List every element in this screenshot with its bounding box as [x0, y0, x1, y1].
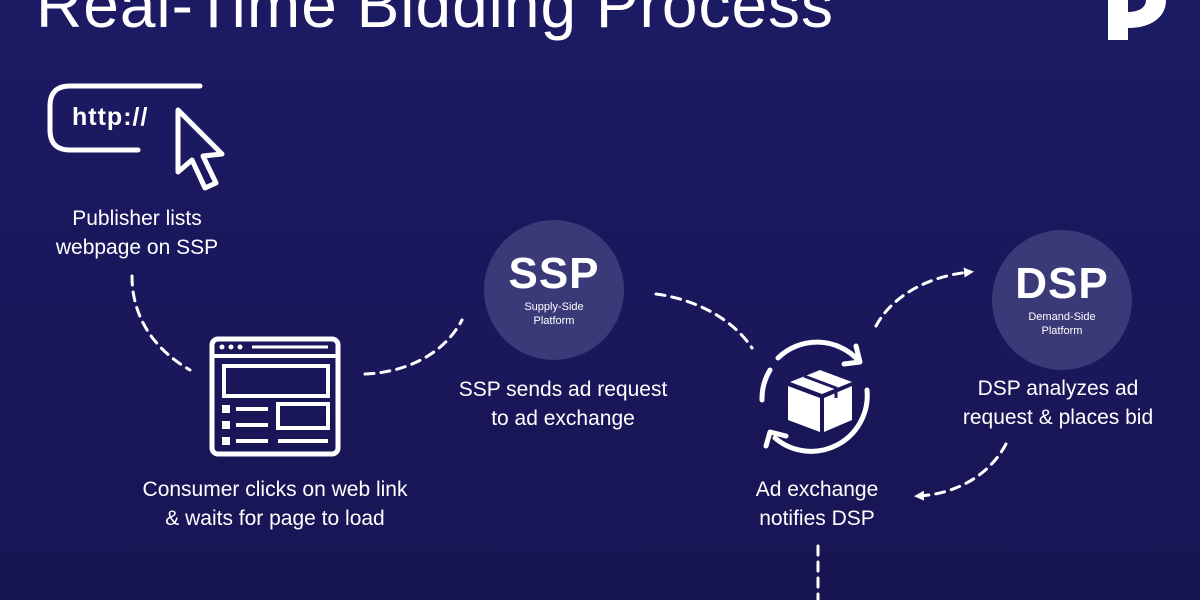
connector-webpage-to-ssp — [363, 318, 464, 376]
consumer-caption-line2: & waits for page to load — [165, 507, 385, 530]
consumer-caption-line1: Consumer clicks on web link — [142, 478, 408, 501]
publisher-caption: Publisher lists webpage on SSP — [56, 204, 218, 262]
exchange-caption: Ad exchange notifies DSP — [756, 475, 879, 533]
dsp-subtitle: Demand-Side Platform — [1028, 311, 1096, 337]
page-title: Real-Time Bidding Process — [36, 0, 835, 41]
dsp-caption-line1: DSP analyzes ad — [977, 377, 1139, 400]
url-text: http:// — [72, 103, 149, 131]
ssp-caption-line1: SSP sends ad request — [458, 378, 668, 401]
connector-ssp-to-exchange — [654, 292, 754, 350]
connector-publisher-to-webpage — [130, 274, 192, 372]
ssp-acronym: SSP — [508, 249, 600, 298]
ssp-caption-line2: to ad exchange — [491, 407, 635, 430]
connector-exchange-to-dsp — [874, 267, 974, 328]
consumer-caption: Consumer clicks on web link & waits for … — [143, 475, 408, 533]
publisher-caption-line2: webpage on SSP — [55, 236, 219, 259]
ssp-subtitle: Supply-Side Platform — [524, 301, 584, 327]
dsp-circle: DSP Demand-Side Platform — [992, 230, 1132, 370]
dsp-acronym: DSP — [1015, 259, 1109, 308]
dsp-caption: DSP analyzes ad request & places bid — [963, 374, 1153, 432]
dsp-caption-line2: request & places bid — [962, 406, 1154, 429]
exchange-caption-line1: Ad exchange — [755, 478, 879, 501]
ssp-circle: SSP Supply-Side Platform — [484, 220, 624, 360]
ssp-caption: SSP sends ad request to ad exchange — [459, 375, 668, 433]
connector-dsp-to-exchange — [914, 442, 1008, 501]
publisher-caption-line1: Publisher lists — [72, 207, 202, 230]
exchange-caption-line2: notifies DSP — [759, 507, 875, 530]
